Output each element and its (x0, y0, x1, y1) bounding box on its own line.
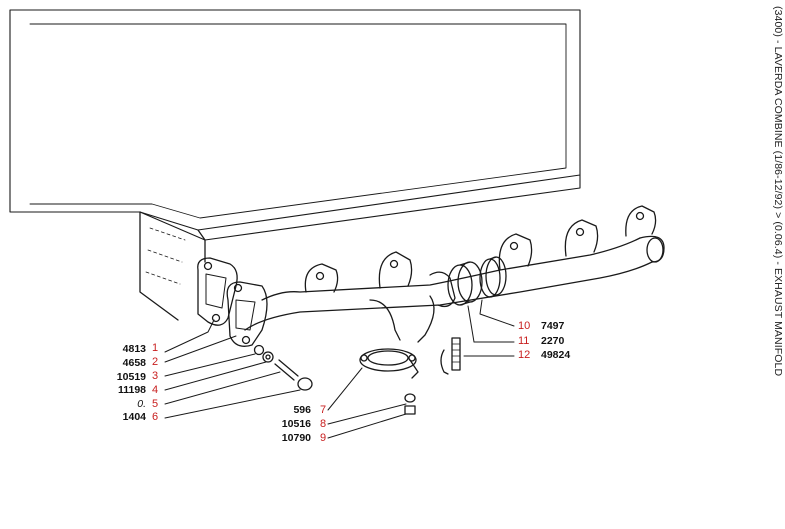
part-number-5: 0. (137, 398, 146, 410)
ref-number-9[interactable]: 9 (320, 432, 327, 444)
part-number-6: 1404 (122, 411, 146, 423)
part-number-1: 4813 (122, 343, 146, 355)
ref-number-3[interactable]: 3 (152, 370, 159, 382)
ref-number-4[interactable]: 4 (152, 384, 159, 396)
ref-number-10[interactable]: 10 (518, 320, 531, 332)
ref-number-2[interactable]: 2 (152, 356, 159, 368)
ref-number-7[interactable]: 7 (320, 404, 327, 416)
part-number-2: 4658 (122, 357, 146, 369)
stud (440, 337, 461, 375)
ref-number-11[interactable]: 11 (518, 335, 530, 347)
leader-lines (164, 299, 515, 439)
exhaust-manifold (226, 205, 665, 347)
engine-block (9, 9, 581, 321)
part-number-11: 2270 (541, 335, 565, 347)
fasteners-left (253, 344, 313, 391)
part-number-9: 10790 (281, 432, 311, 444)
sleeve-rings (447, 256, 507, 306)
outlet-flange (359, 348, 419, 379)
part-number-4: 11198 (117, 384, 146, 396)
diagram-title: (3400) - LAVERDA COMBINE (1/86-12/92) > … (772, 6, 784, 377)
ref-number-8[interactable]: 8 (320, 418, 327, 430)
part-number-12: 49824 (541, 349, 571, 361)
ref-number-5[interactable]: 5 (152, 398, 159, 410)
fasteners-lower (404, 393, 416, 415)
ref-number-12[interactable]: 12 (518, 349, 531, 361)
ref-number-6[interactable]: 6 (152, 411, 159, 423)
part-number-10: 7497 (541, 320, 565, 332)
part-number-7: 596 (293, 404, 311, 416)
part-number-3: 10519 (116, 371, 146, 383)
part-number-8: 10516 (281, 418, 311, 430)
ref-number-1[interactable]: 1 (152, 342, 159, 354)
manifold-gasket (197, 257, 238, 326)
